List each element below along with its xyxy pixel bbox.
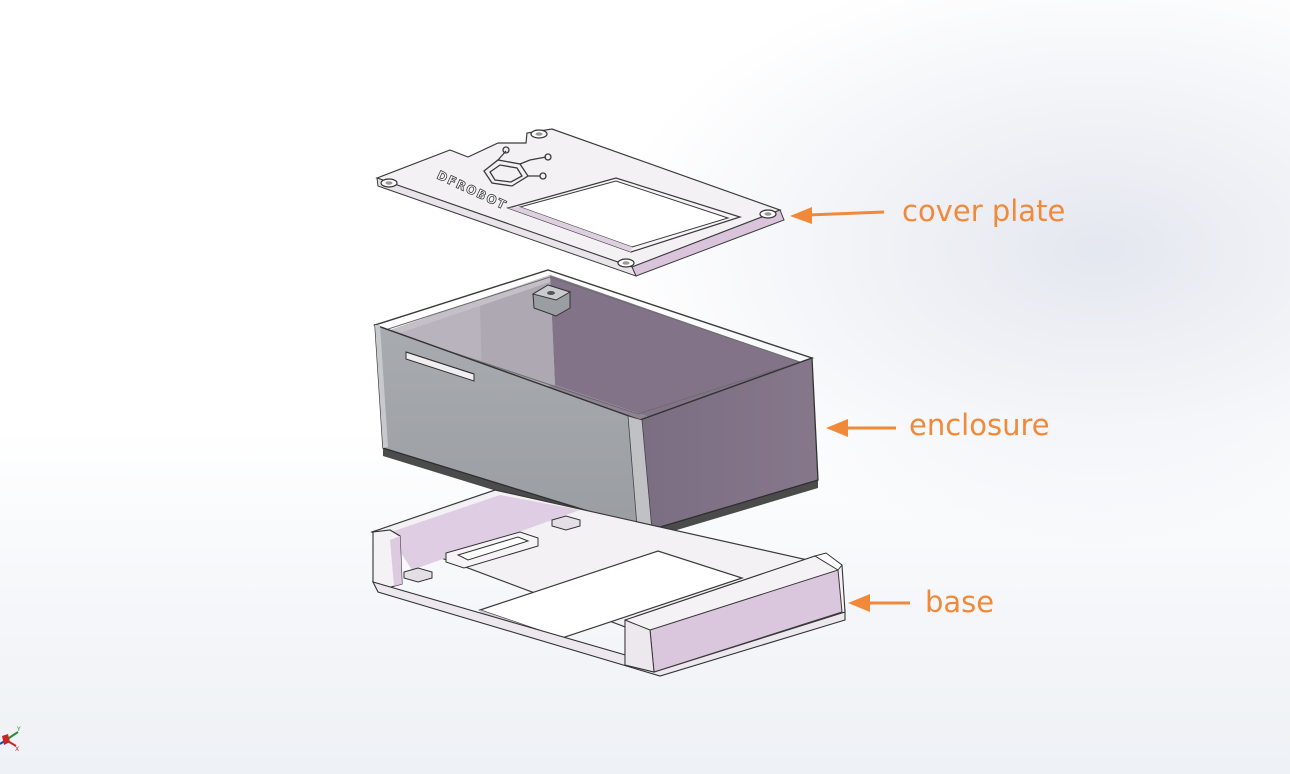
callout-arrow-cover-plate [790, 207, 885, 224]
svg-text:Y: Y [16, 726, 21, 733]
xyz-axis-triad-icon: Y X [0, 726, 21, 753]
enclosure-label: enclosure [909, 408, 1050, 442]
dfrobot-logo-icon [483, 146, 552, 187]
enclosure-part [372, 269, 819, 538]
cover-plate-label: cover plate [902, 194, 1066, 228]
svg-text:X: X [15, 746, 19, 753]
base-label: base [925, 585, 995, 619]
callout-arrow-enclosure [826, 419, 896, 437]
callout-arrow-base [848, 594, 910, 612]
cover-plate-part: DFROBOT [375, 128, 785, 277]
base-part [370, 489, 846, 677]
